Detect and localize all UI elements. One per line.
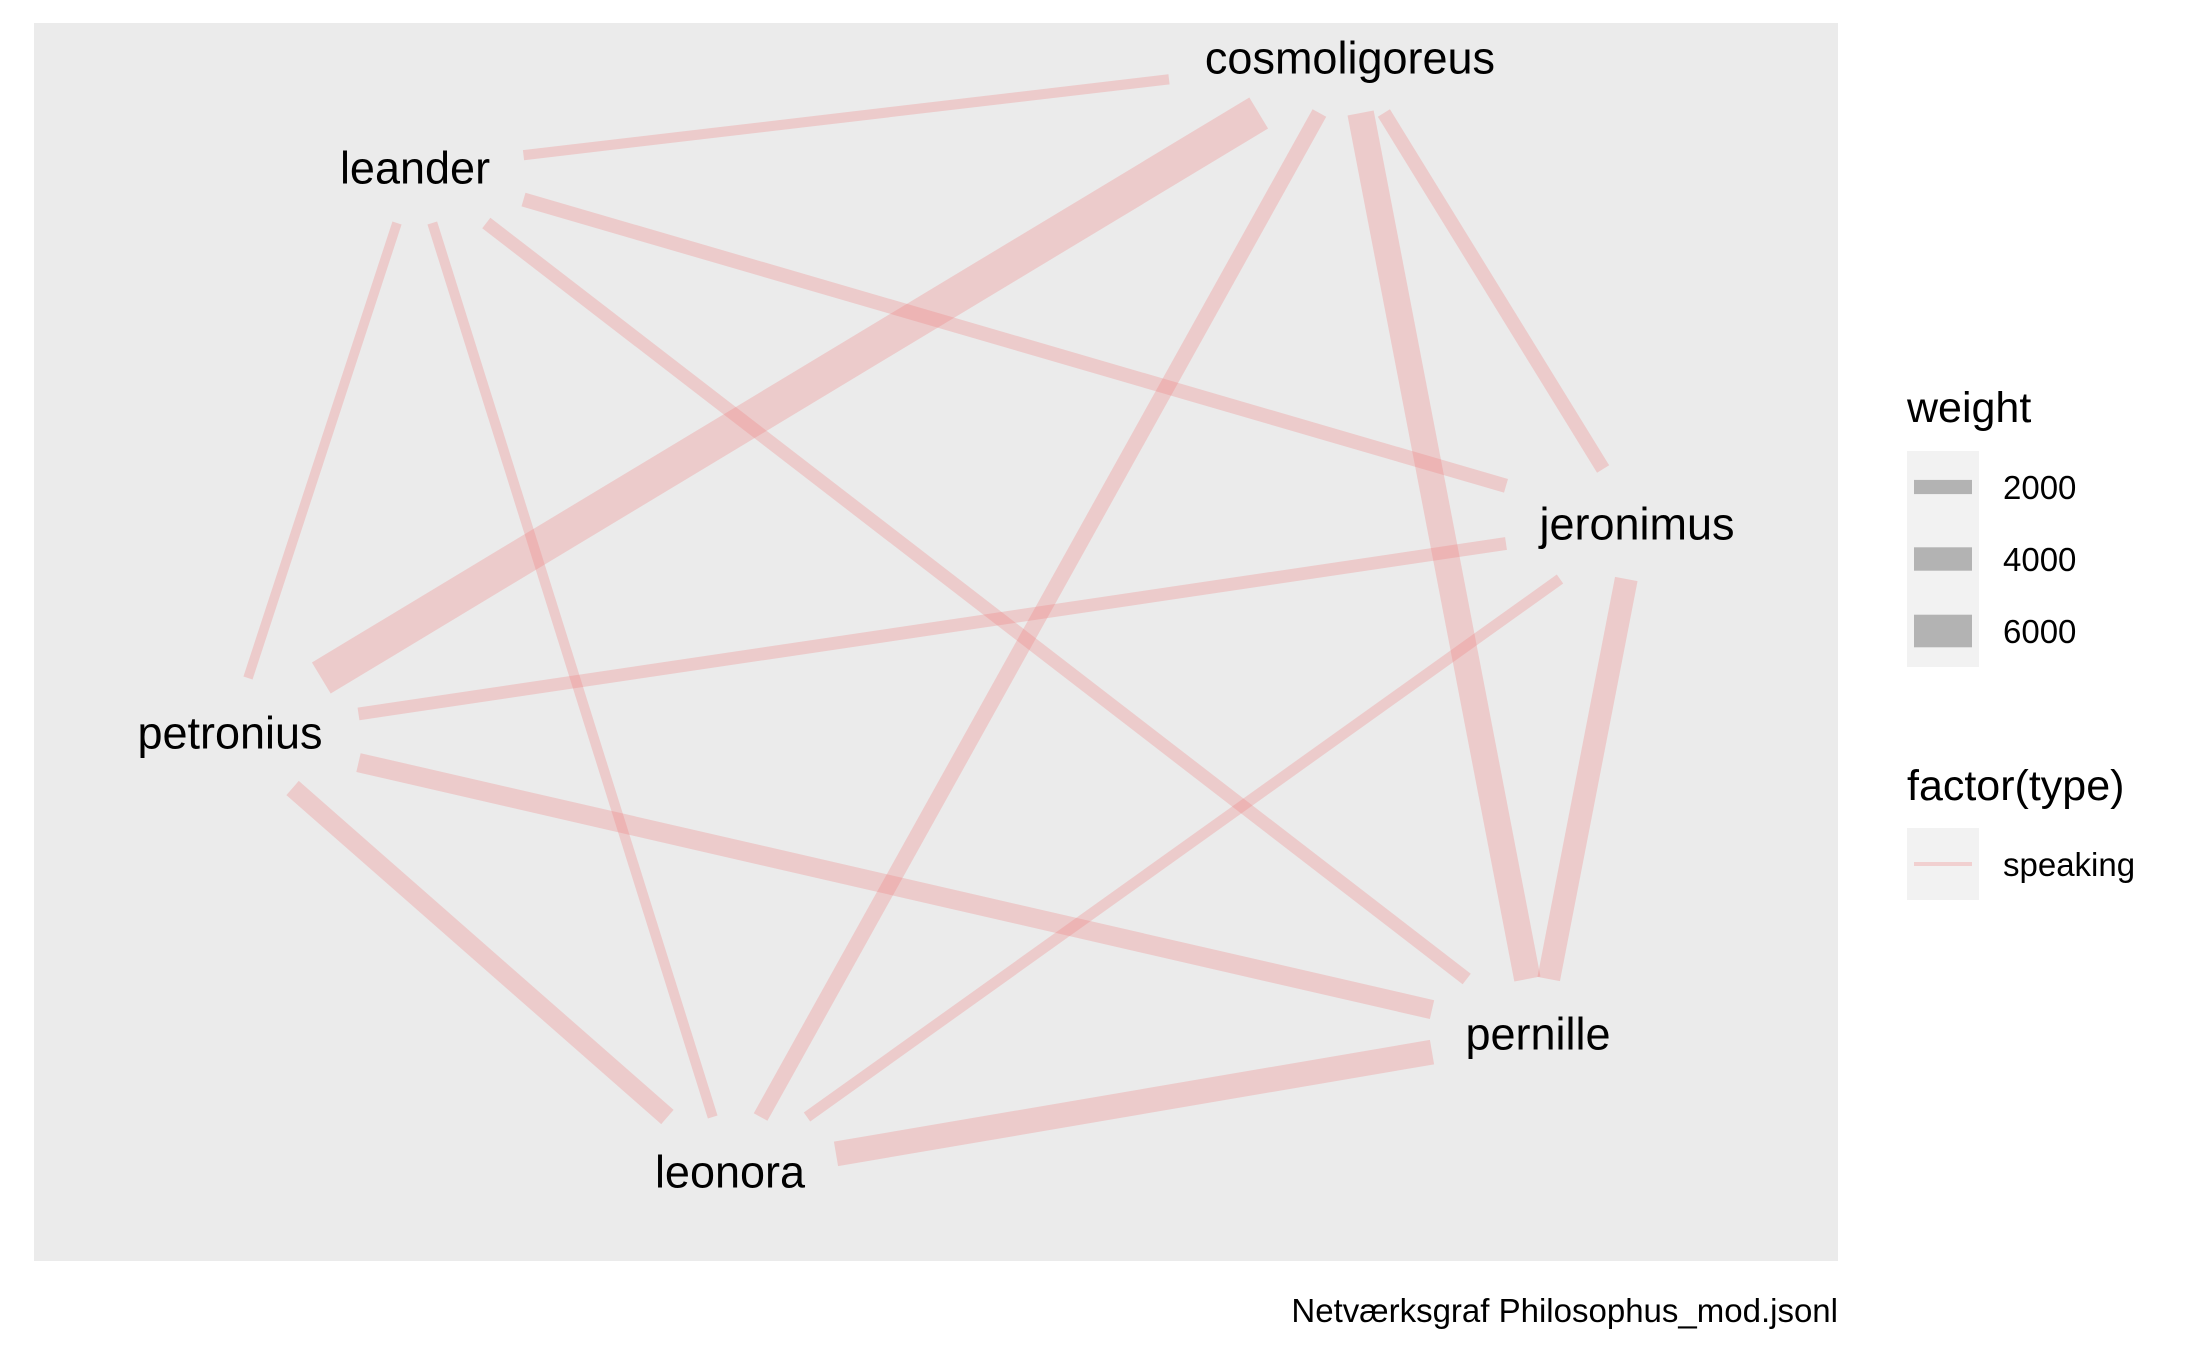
legend-weight-swatch-4000 (1914, 547, 1972, 571)
legend: weight 2000 4000 6000 factor(type) speakin… (1906, 384, 2135, 900)
node-label-pernille: pernille (1465, 1009, 1610, 1060)
legend-weight-swatch-6000 (1914, 614, 1972, 648)
node-label-leander: leander (340, 143, 490, 194)
edge-pernille-leonora (833, 1039, 1435, 1167)
edge-petronius-pernille (356, 753, 1435, 1020)
edge-leander-petronius (243, 221, 402, 680)
edge-cosmoligoreus-pernille (1347, 110, 1541, 982)
edge-petronius-jeronimus (357, 537, 1507, 721)
node-labels-layer: cosmoligoreus leander jeronimus petronius pe… (137, 33, 1734, 1198)
edge-petronius-leonora (286, 780, 674, 1125)
node-label-petronius: petronius (137, 708, 322, 759)
edge-cosmoligoreus-jeronimus (1377, 109, 1610, 473)
edges-layer (243, 74, 1638, 1167)
legend-type-key-background (1907, 828, 1979, 900)
legend-weight-label-2000: 2000 (2003, 469, 2076, 506)
node-label-leonora: leonora (655, 1147, 806, 1198)
legend-weight-label-6000: 6000 (2003, 613, 2076, 650)
edge-cosmoligoreus-leonora (753, 109, 1327, 1121)
edge-leander-cosmoligoreus (522, 74, 1170, 161)
plot-panel (34, 23, 1838, 1261)
edge-leander-pernille (482, 217, 1471, 985)
edge-leander-jeronimus (521, 192, 1508, 493)
edge-leander-leonora (427, 221, 718, 1119)
legend-weight-keys: 2000 4000 6000 (1907, 451, 2076, 667)
figure-caption: Netværksgraf Philosophus_mod.jsonl (1291, 1292, 1838, 1329)
legend-type-label: speaking (2003, 846, 2135, 883)
legend-type-title: factor(type) (1907, 762, 2124, 810)
legend-weight-label-4000: 4000 (2003, 541, 2076, 578)
edge-cosmoligoreus-petronius (311, 97, 1269, 694)
edge-jeronimus-pernille (1537, 576, 1638, 982)
edge-jeronimus-leonora (803, 574, 1564, 1122)
node-label-jeronimus: jeronimus (1537, 499, 1734, 550)
legend-weight-title: weight (1906, 384, 2031, 432)
legend-weight-swatch-2000 (1914, 479, 1972, 495)
node-label-cosmoligoreus: cosmoligoreus (1205, 33, 1495, 84)
